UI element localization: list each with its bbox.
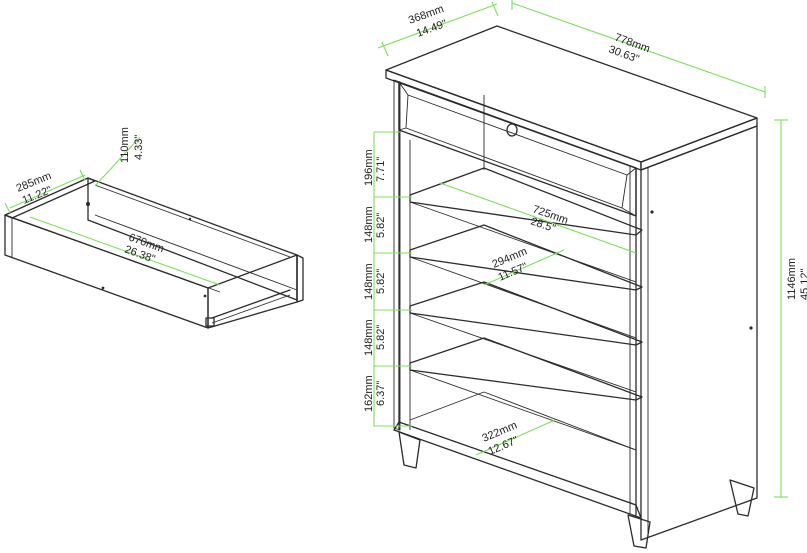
compartment-1-mm: 196mm xyxy=(363,149,375,186)
compartment-4-mm: 148mm xyxy=(363,319,375,356)
drawer-height-in: 4.33" xyxy=(133,135,145,160)
cabinet-dimensions xyxy=(373,0,788,498)
compartment-2-mm: 148mm xyxy=(363,206,375,243)
compartment-3-mm: 148mm xyxy=(363,263,375,300)
compartment-1-in: 7.71" xyxy=(375,157,387,182)
cabinet-drawing xyxy=(385,25,758,549)
compartment-4-in: 5.82" xyxy=(375,325,387,350)
compartment-5-in: 6.37" xyxy=(375,381,387,406)
cabinet-height-mm: 1146mm xyxy=(786,258,798,300)
compartment-5-mm: 162mm xyxy=(363,375,375,412)
drawer-dimensions xyxy=(4,136,221,286)
compartment-3-in: 5.82" xyxy=(375,269,387,294)
cabinet-height-in: 45.12" xyxy=(799,268,807,300)
drawer-drawing xyxy=(4,177,304,329)
drawer-height-mm: 110mm xyxy=(119,127,131,163)
compartment-2-in: 5.82" xyxy=(375,213,387,238)
